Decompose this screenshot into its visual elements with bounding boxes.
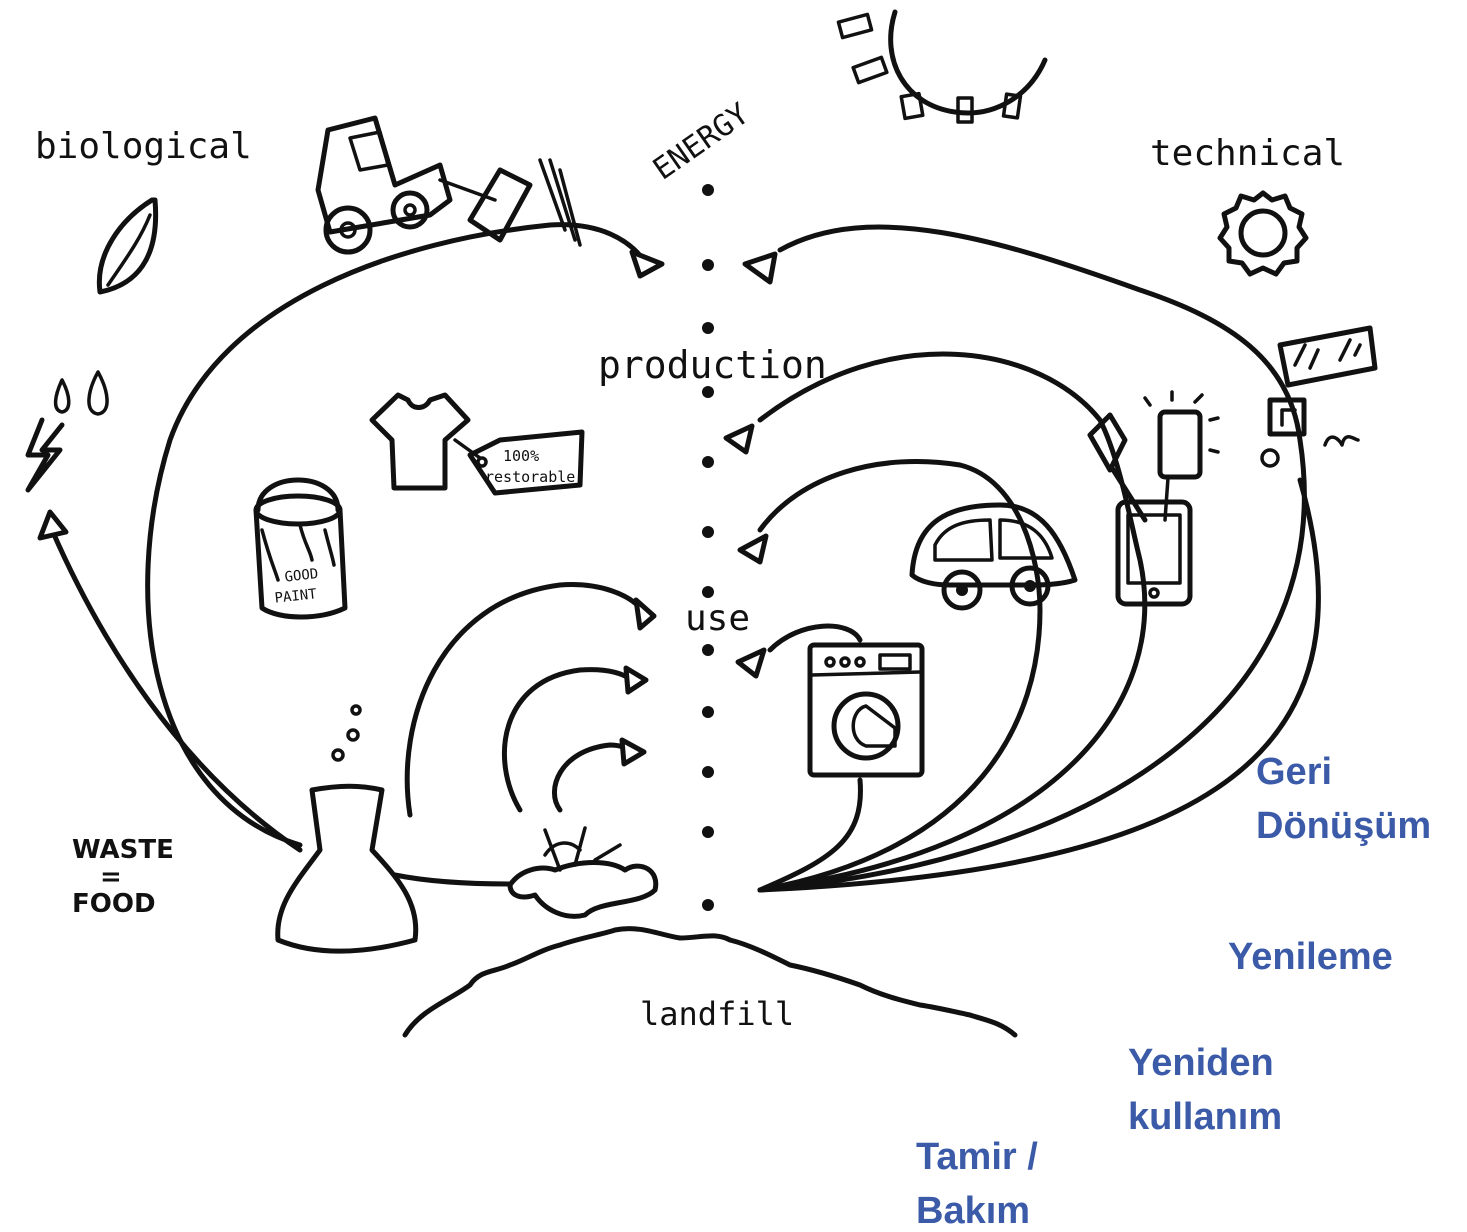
tag-line1: 100% bbox=[503, 447, 539, 465]
use-label: use bbox=[685, 598, 750, 639]
tshirt-icon: 100% restorable bbox=[369, 392, 585, 496]
biological-label: biological bbox=[35, 126, 252, 167]
phone-icon bbox=[1143, 390, 1220, 522]
tag-line2: restorable bbox=[485, 468, 575, 486]
tablet-icon bbox=[1115, 499, 1193, 607]
recycling-label: Geri Dönüşüm bbox=[1256, 751, 1432, 847]
flask-icon bbox=[275, 704, 419, 954]
paint-line2: PAINT bbox=[274, 586, 318, 606]
paint-line1: GOOD bbox=[284, 566, 319, 585]
biological-cycle-arrows bbox=[37, 222, 665, 887]
energy-label: ENERGY bbox=[647, 97, 756, 188]
landfill-label: landfill bbox=[640, 995, 794, 1033]
paint-bucket-icon: GOOD PAINT bbox=[253, 477, 348, 620]
waste-food-label: WASTE = FOOD bbox=[72, 835, 183, 919]
landfill-shape bbox=[402, 926, 1018, 1038]
repair-label: Tamir / Bakım bbox=[916, 1136, 1038, 1232]
tractor-icon bbox=[315, 115, 582, 255]
gear-icon bbox=[1217, 190, 1309, 277]
reuse-label: Yeniden kullanım bbox=[1128, 1042, 1283, 1138]
production-label: production bbox=[598, 343, 827, 387]
technical-label: technical bbox=[1150, 133, 1345, 174]
refurbish-label: Yenileme bbox=[1228, 936, 1393, 978]
sun-icon bbox=[836, 9, 1048, 124]
monitor-icon bbox=[1260, 325, 1378, 468]
spatula-icon bbox=[1087, 412, 1148, 523]
leaf-icon bbox=[96, 197, 159, 295]
compost-icon bbox=[507, 826, 659, 919]
car-icon bbox=[909, 502, 1078, 611]
lightning-icon bbox=[25, 417, 65, 493]
center-dotted-line bbox=[702, 184, 714, 911]
washing-machine-icon bbox=[807, 642, 925, 778]
water-drops-icon bbox=[53, 370, 109, 416]
